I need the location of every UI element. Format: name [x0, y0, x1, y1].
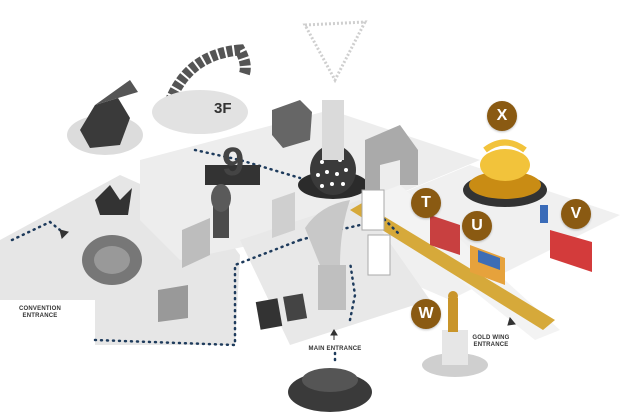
convention-entrance-line1: CONVENTION — [18, 306, 61, 312]
gold-wing-entrance-line2: ENTRANCE — [473, 342, 509, 348]
gold-wing-entrance-label: GOLD WING ENTRANCE — [466, 335, 516, 349]
floor-label: 3F — [214, 100, 232, 117]
svg-text:9: 9 — [222, 140, 244, 184]
marker-x[interactable]: X — [487, 101, 517, 131]
gold-wing-entrance-line1: GOLD WING — [472, 335, 510, 341]
convention-entrance-line2: ENTRANCE — [22, 313, 58, 319]
convention-entrance-label: CONVENTION ENTRANCE — [10, 306, 70, 320]
gold-wing-walkway — [350, 203, 555, 330]
marker-w[interactable]: W — [411, 299, 441, 329]
main-entrance-line1: MAIN ENTRANCE — [308, 346, 362, 352]
main-entrance-label: MAIN ENTRANCE — [300, 346, 370, 353]
entrance-arrows — [59, 229, 516, 340]
marker-t[interactable]: T — [411, 188, 441, 218]
marker-u[interactable]: U — [462, 211, 492, 241]
marker-v[interactable]: V — [561, 199, 591, 229]
artworks: 9 — [67, 20, 592, 412]
